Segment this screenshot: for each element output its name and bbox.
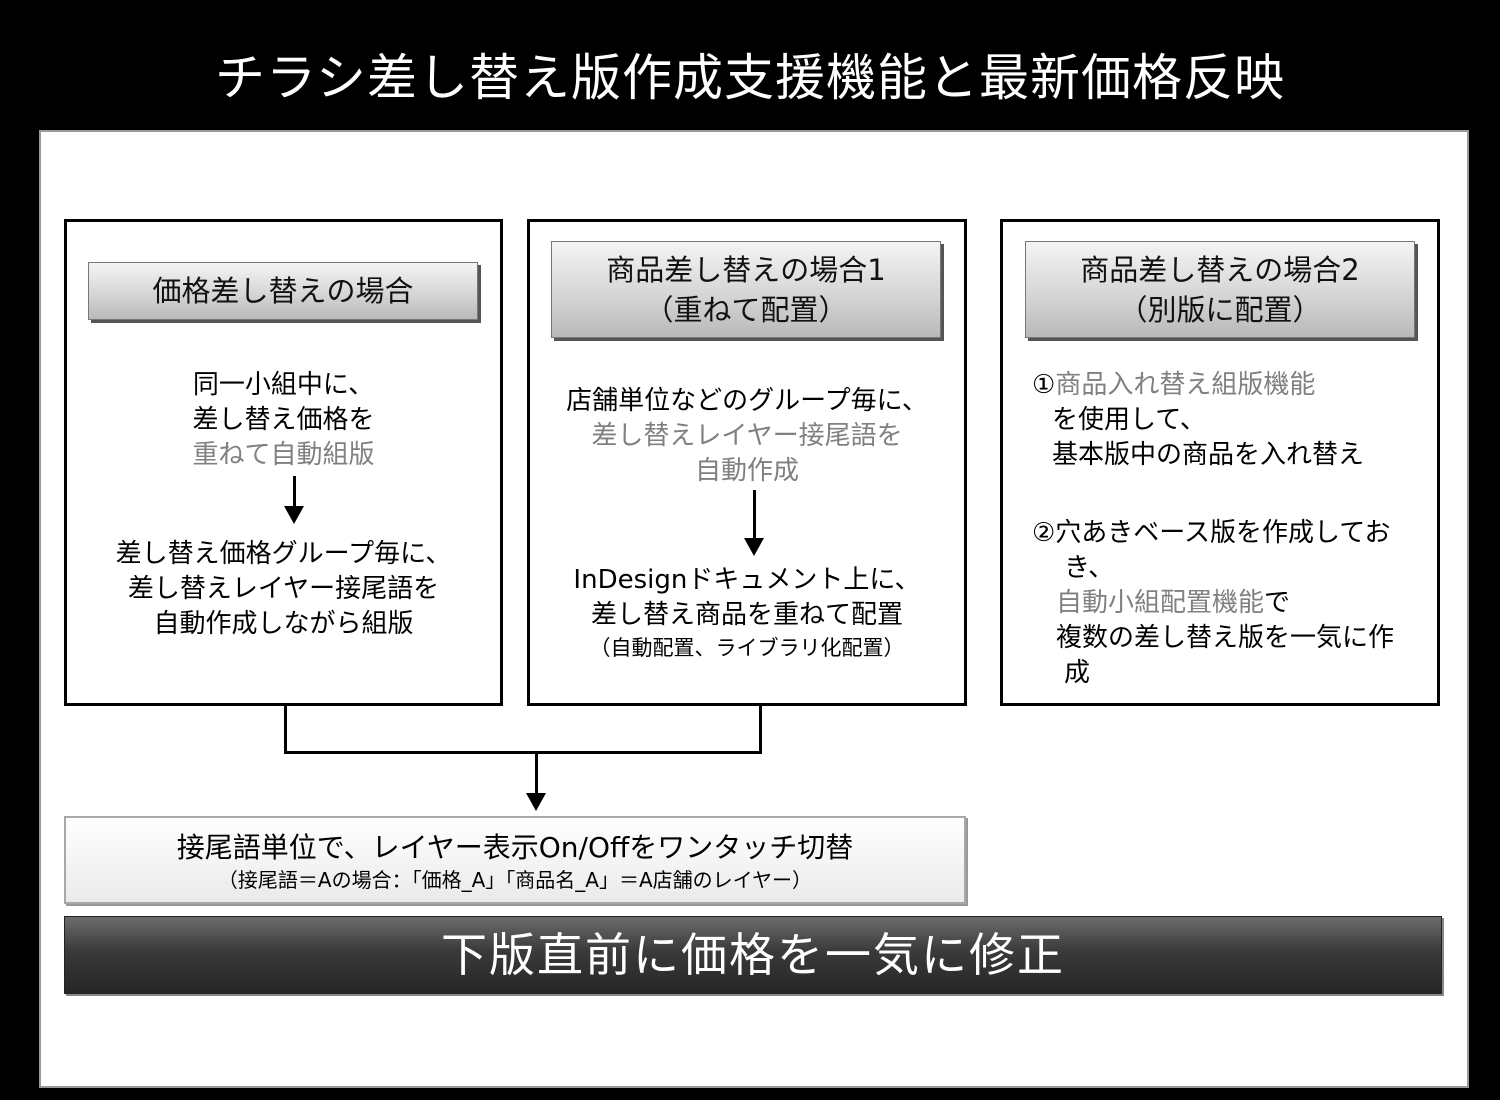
desc-note: （自動配置、ライブラリ化配置） — [589, 636, 905, 660]
header-line: （重ねて配置） — [644, 292, 848, 327]
item2-feature-suffix: で — [1264, 588, 1291, 618]
desc-line: 差し替え価格グループ毎に、 — [115, 539, 452, 569]
header-line: （別版に配置） — [1118, 292, 1322, 327]
desc-line: InDesignドキュメント上に、 — [573, 565, 921, 595]
header-line: 商品差し替えの場合1 — [606, 252, 886, 287]
price-replacement-header-text: 価格差し替えの場合 — [152, 274, 414, 308]
item2-line5: 成 — [1064, 658, 1091, 688]
desc-line: 差し替え価格を — [192, 405, 375, 435]
arrow-shaft — [293, 476, 296, 508]
product-replacement-1-header: 商品差し替えの場合1 （重ねて配置） — [551, 241, 941, 338]
item2-line3: 自動小組配置機能で — [1056, 586, 1290, 621]
desc-line: 同一小組中に、 — [192, 370, 375, 400]
item2-line2: き、 — [1064, 553, 1115, 583]
price-replacement-header: 価格差し替えの場合 — [88, 262, 478, 320]
arrow-shaft — [753, 490, 756, 540]
connector-right — [759, 706, 762, 754]
item1-line3: 基本版中の商品を入れ替え — [1052, 440, 1365, 470]
connector-down — [535, 754, 538, 794]
connector-bottom — [284, 751, 762, 754]
layer-toggle-sub: （接尾語＝Aの場合：「価格_A」「商品名_A」＝A店舗のレイヤー） — [217, 868, 813, 892]
summary-banner: 下版直前に価格を一気に修正 — [64, 916, 1442, 994]
price-replacement-result: 差し替え価格グループ毎に、 差し替えレイヤー接尾語を 自動作成しながら組版 — [64, 537, 503, 642]
desc-line: 店舗単位などのグループ毎に、 — [566, 386, 928, 416]
layer-toggle-main: 接尾語単位で、レイヤー表示On/Offをワンタッチ切替 — [176, 831, 854, 864]
product-replacement-2-header: 商品差し替えの場合2 （別版に配置） — [1025, 241, 1415, 338]
item2-line4: 複数の差し替え版を一気に作 — [1056, 623, 1395, 653]
desc-line: 差し替え商品を重ねて配置 — [590, 600, 903, 630]
product-replacement-1-desc: 店舗単位などのグループ毎に、 差し替えレイヤー接尾語を 自動作成 — [527, 384, 967, 489]
page-title: チラシ差し替え版作成支援機能と最新価格反映 — [215, 49, 1285, 107]
item1-feature: 商品入れ替え組版機能 — [1055, 370, 1316, 400]
footer-strip — [0, 1089, 1500, 1100]
item2-feature: 自動小組配置機能 — [1056, 588, 1265, 618]
item1-line2: を使用して、 — [1052, 405, 1206, 435]
desc-line-highlight: 自動作成 — [694, 456, 799, 486]
arrow-head — [526, 793, 546, 811]
arrow-head — [744, 538, 764, 556]
item1-number: ① — [1032, 370, 1056, 400]
item1-line1: ①商品入れ替え組版機能 — [1032, 368, 1315, 403]
desc-line: 自動作成しながら組版 — [153, 609, 414, 639]
layer-toggle-box: 接尾語単位で、レイヤー表示On/Offをワンタッチ切替 （接尾語＝Aの場合：「価… — [64, 816, 966, 904]
connector-left — [284, 706, 287, 754]
desc-line-highlight: 差し替えレイヤー接尾語を — [591, 421, 903, 451]
arrow-head — [284, 506, 304, 524]
product-replacement-1-result: InDesignドキュメント上に、 差し替え商品を重ねて配置 （自動配置、ライブ… — [527, 563, 967, 663]
item2-line1: ②穴あきベース版を作成してお — [1032, 518, 1391, 548]
desc-line-highlight: 重ねて自動組版 — [192, 440, 375, 470]
desc-line: 差し替えレイヤー接尾語を — [127, 574, 440, 604]
header-line: 商品差し替えの場合2 — [1080, 252, 1360, 287]
price-replacement-desc: 同一小組中に、 差し替え価格を 重ねて自動組版 — [64, 368, 503, 473]
